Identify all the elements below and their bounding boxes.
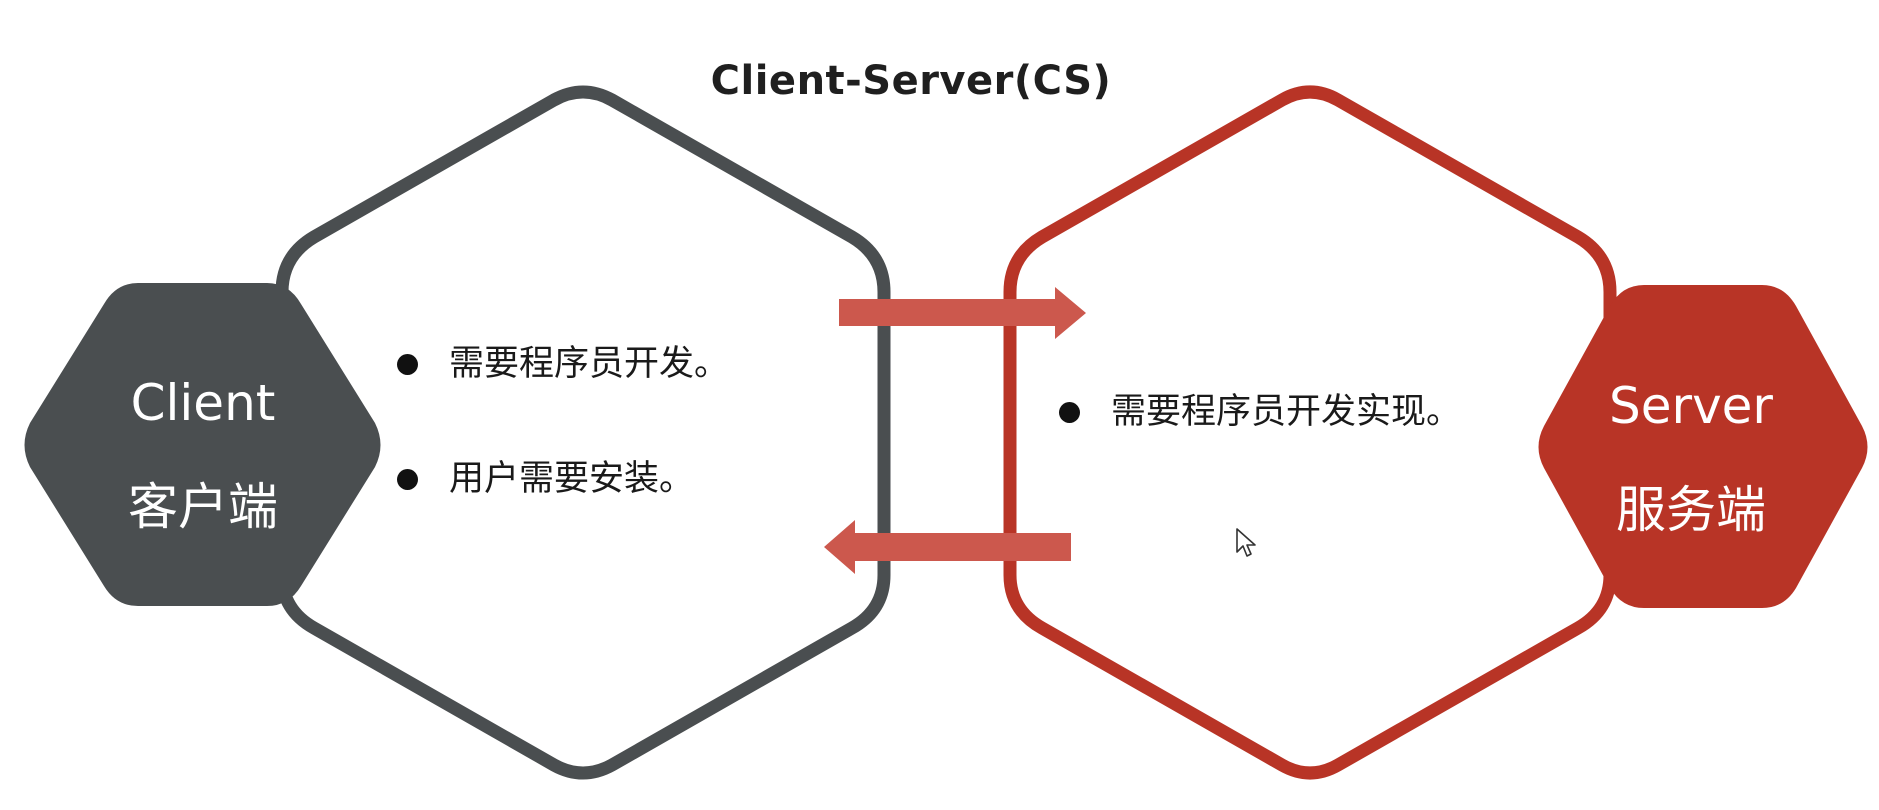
server-label-en: Server bbox=[1609, 377, 1773, 435]
bullet-dot-icon bbox=[397, 469, 418, 490]
bullet-dot-icon bbox=[397, 354, 418, 375]
client-label-zh: 客户端 bbox=[128, 478, 278, 536]
client-bullet-list: 需要程序员开发。 用户需要安装。 bbox=[397, 344, 729, 499]
diagram-title: Client-Server(CS) bbox=[710, 58, 1112, 104]
server-bullet-text: 需要程序员开发实现。 bbox=[1111, 392, 1462, 432]
server-hexagon-outline bbox=[1003, 85, 1617, 780]
cursor-icon bbox=[1236, 528, 1256, 557]
server-hexagon bbox=[1538, 285, 1868, 608]
arrow-to-client bbox=[824, 520, 1071, 574]
arrow-to-server bbox=[839, 287, 1086, 339]
client-label-en: Client bbox=[130, 374, 276, 432]
client-bullet-item: 用户需要安装。 bbox=[397, 459, 729, 499]
client-bullet-text: 需要程序员开发。 bbox=[449, 344, 730, 384]
bullet-dot-icon bbox=[1059, 402, 1080, 423]
server-bullet-list: 需要程序员开发实现。 bbox=[1059, 392, 1461, 432]
client-bullet-item: 需要程序员开发。 bbox=[397, 344, 729, 384]
client-hexagon bbox=[24, 283, 381, 606]
client-bullet-text: 用户需要安装。 bbox=[449, 459, 695, 499]
server-label-zh: 服务端 bbox=[1616, 481, 1766, 539]
server-bullet-item: 需要程序员开发实现。 bbox=[1059, 392, 1461, 432]
